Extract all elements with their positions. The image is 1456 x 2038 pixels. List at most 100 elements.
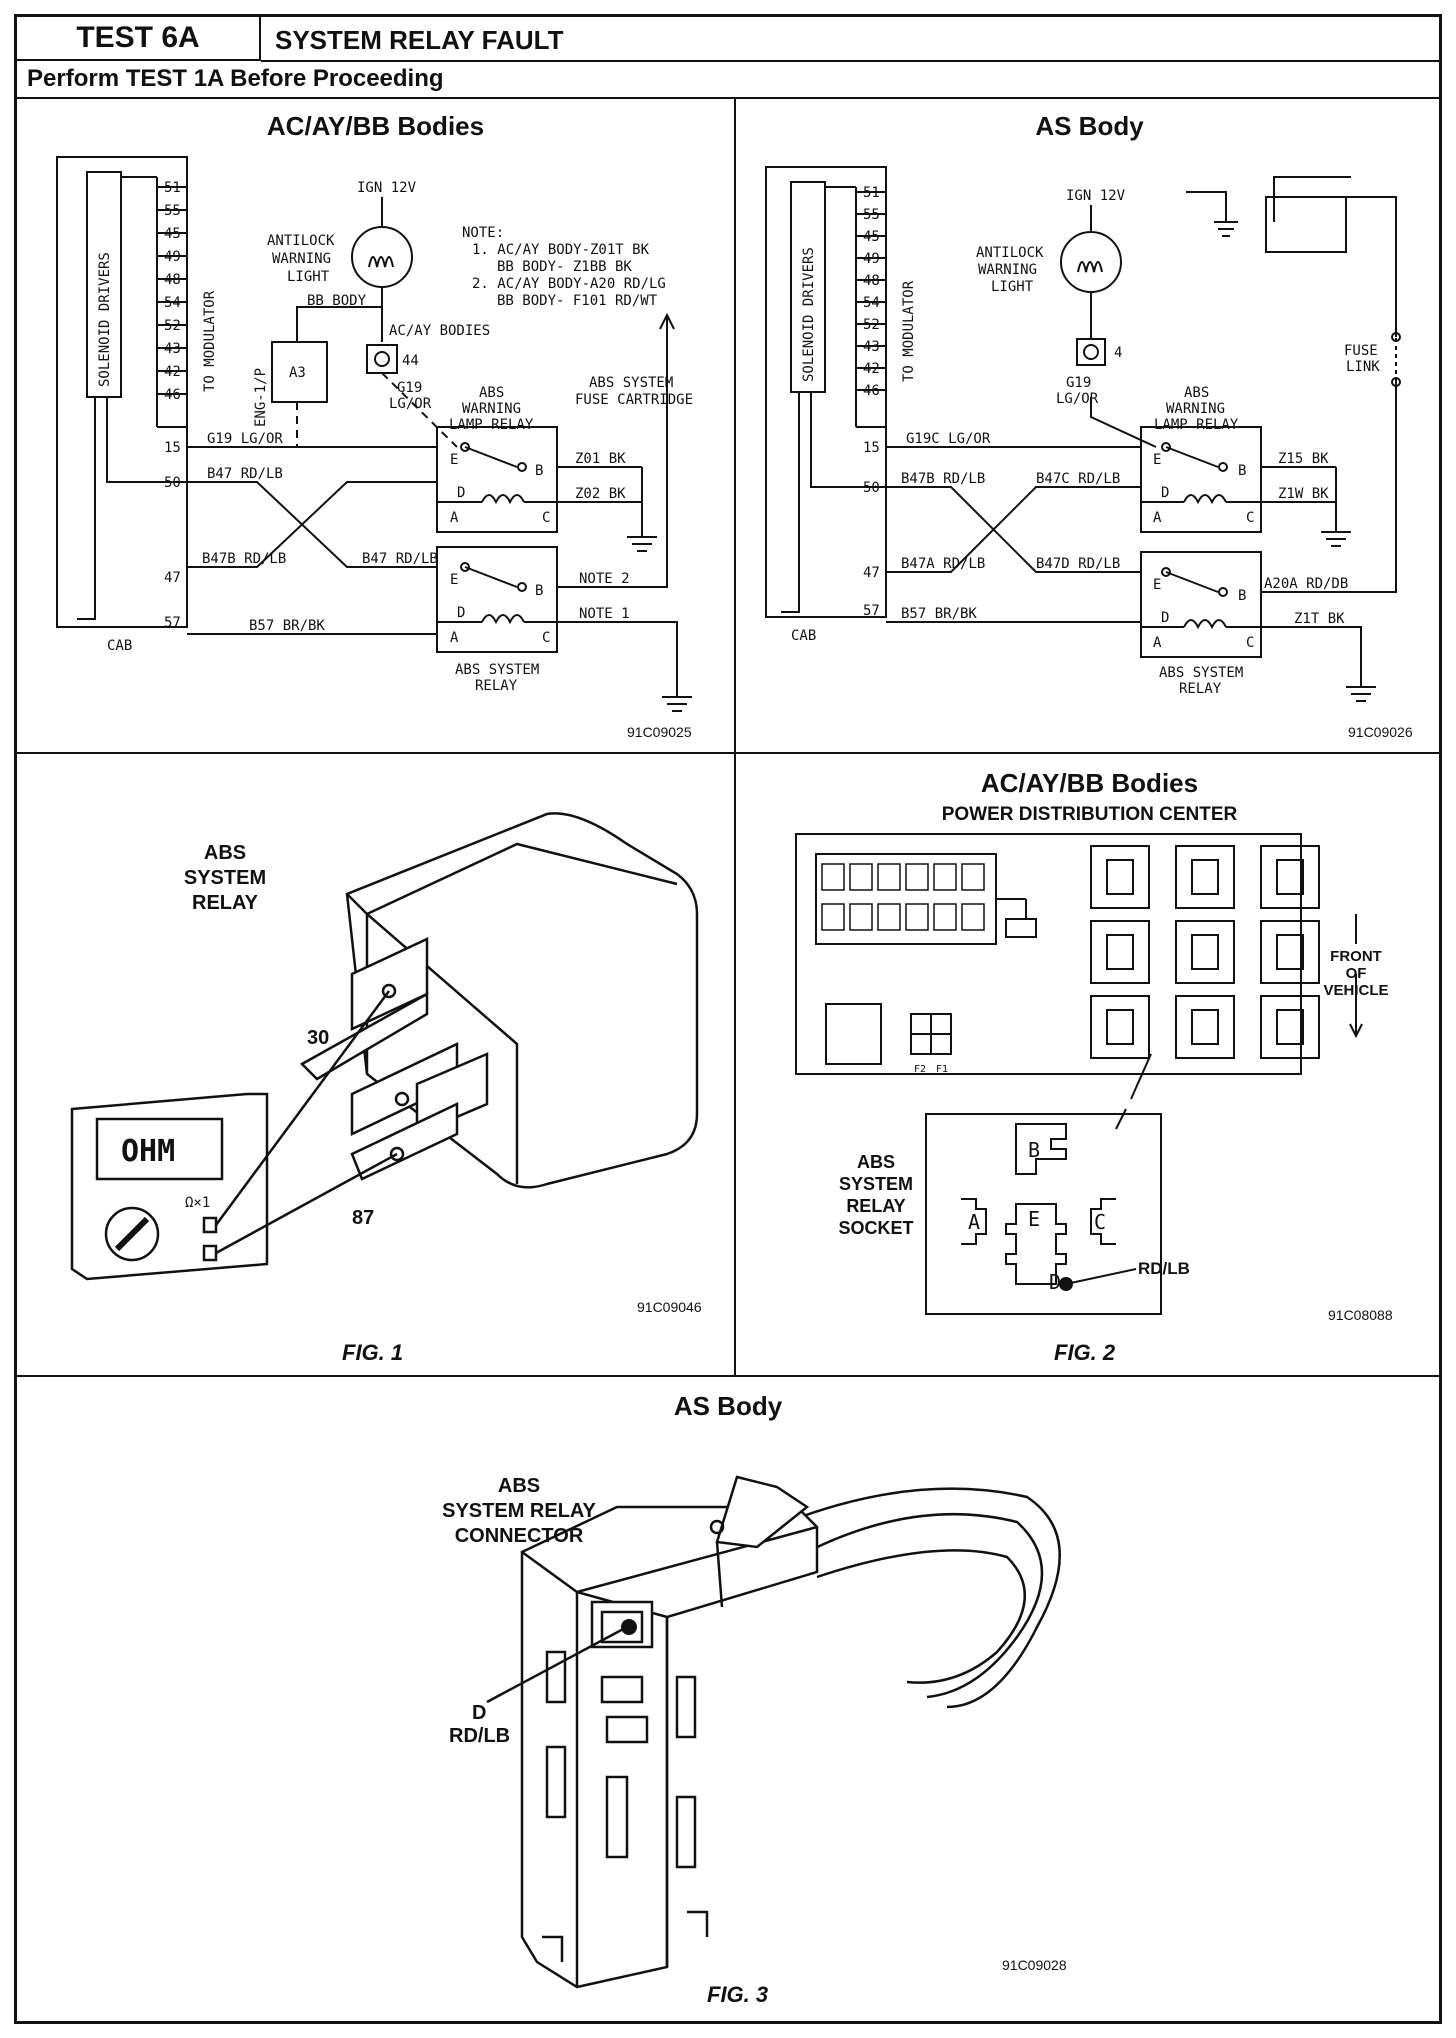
relay-label: ABS [204,842,246,864]
wire-label: B57 BR/BK [249,618,325,634]
fig3-panel: AS Body [17,1377,1439,2021]
svg-text:A: A [450,510,459,526]
fuse-f2-label: F2 [914,1064,926,1075]
wire-label: Z1T BK [1294,611,1345,627]
svg-text:C: C [542,510,550,526]
relay-socket-cavity [1191,934,1219,970]
svg-text:A: A [1153,635,1162,651]
pin-87-label: 87 [352,1207,374,1229]
fig2-caption: FIG. 2 [1054,1340,1116,1365]
battery-icon [1265,196,1347,253]
relay-socket [1175,920,1235,984]
wire-label: G19C LG/OR [906,431,991,447]
pin-label: 57 [863,603,880,619]
relay-socket-cavity [1106,859,1134,895]
pin-label: 48 [164,272,181,288]
relay-socket [1260,845,1320,909]
note-line: NOTE: [462,225,504,241]
a3-label: A3 [289,365,306,381]
pin-30-label: 30 [307,1027,329,1049]
mini-fuse [933,903,957,931]
fig2-drawing: B A E C D RD/LB F2 F1 FRONT OF VEHICLE A… [795,833,1389,1315]
svg-text:C: C [542,630,550,646]
mini-fuse [905,863,929,891]
schematic-right-title: AS Body [1035,111,1144,141]
lamp-label: WARNING [978,262,1037,278]
solenoid-drivers-box [86,171,122,398]
relay-socket-cavity [1276,934,1304,970]
wire-label: B47B RD/LB [901,471,985,487]
svg-text:C: C [1246,635,1254,651]
pin-label: 42 [164,364,181,380]
a3-box [271,341,328,403]
pin-label: 50 [164,475,181,491]
solenoid-drivers-box [790,181,826,393]
lamp-label: ANTILOCK [976,245,1044,261]
sys-relay-label: ABS SYSTEM [1159,665,1243,681]
fuse-link-label: FUSE [1344,343,1378,359]
pin-label: 50 [863,480,880,496]
wire-label: Z1W BK [1278,486,1329,502]
wire-label: B47B RD/LB [202,551,286,567]
fig2-panel: AC/AY/BB Bodies POWER DISTRIBUTION CENTE… [736,754,1443,1375]
relay-socket-cavity [1191,1009,1219,1045]
fig3-code: 91C09028 [1002,1957,1067,1973]
svg-text:B: B [535,583,543,599]
rd-lb-label: RD/LB [1138,1259,1190,1278]
header-divider [261,60,1439,62]
note-line: 2. AC/AY BODY-A20 RD/LG [472,276,666,292]
fig1-code: 91C09046 [637,1299,702,1315]
svg-text:E: E [450,452,458,468]
cavity-label: C [1094,1210,1106,1234]
front-label: OF [1346,965,1367,982]
svg-text:B: B [1238,588,1246,604]
schematic-left-code: 91C09025 [627,724,692,740]
to-modulator-label: TO MODULATOR [202,290,218,392]
pin-label: 46 [863,383,880,399]
relay-socket [1175,995,1235,1059]
mini-fuse [821,863,845,891]
svg-text:E: E [1153,577,1161,593]
pin-label: 51 [164,180,181,196]
row-divider-1 [17,752,1439,754]
rd-lb-label: RD/LB [449,1725,510,1747]
fig3-title: AS Body [673,1391,783,1421]
warn-relay-label: LAMP RELAY [449,417,534,433]
relay-socket-cavity [1106,934,1134,970]
mini-fuse [905,903,929,931]
wire-label: NOTE 2 [579,571,630,587]
module-label: SOLENOID DRIVERS [801,247,817,382]
pin-label: 47 [164,570,181,586]
relay-label: SYSTEM [184,867,266,889]
cab-label: CAB [791,628,816,644]
pin-label: 48 [863,273,880,289]
vertical-divider [734,97,736,1375]
connector-label: CONNECTOR [455,1525,584,1547]
socket-label: ABS [857,1152,895,1172]
ign-label: IGN 12V [357,180,417,196]
schematic-right-diagram: SOLENOID DRIVERS TO MODULATOR CAB 51 55 … [765,166,1401,702]
wire-label: G19 LG/OR [207,431,283,447]
page-frame: TEST 6A SYSTEM RELAY FAULT Perform TEST … [14,14,1442,2024]
pin-label: 43 [164,341,181,357]
wire-label: B47 RD/LB [207,466,283,482]
svg-text:D: D [1161,485,1169,501]
pin-label: 49 [164,249,181,265]
schematic-right-code: 91C09026 [1348,724,1413,740]
cab-module [56,156,188,628]
pin-d-label: D [472,1702,486,1724]
lamp-label: WARNING [272,251,331,267]
pin-label: 57 [164,615,181,631]
pin-label: 54 [863,295,880,311]
relay-socket [1090,920,1150,984]
relay-socket-cavity [1106,1009,1134,1045]
mini-fuse [961,903,985,931]
pin-label: 52 [863,317,880,333]
pin-label: 15 [863,440,880,456]
lgor-label: LG/OR [1056,391,1099,407]
schematic-right-panel: AS Body [736,97,1443,752]
fig3-caption: FIG. 3 [707,1982,769,2007]
fig1-panel: OHM Ω×1 30 87 ABS SYSTEM RELAY 91C09046 … [17,754,734,1375]
test-title: SYSTEM RELAY FAULT [275,25,564,55]
wire-label: Z02 BK [575,486,626,502]
